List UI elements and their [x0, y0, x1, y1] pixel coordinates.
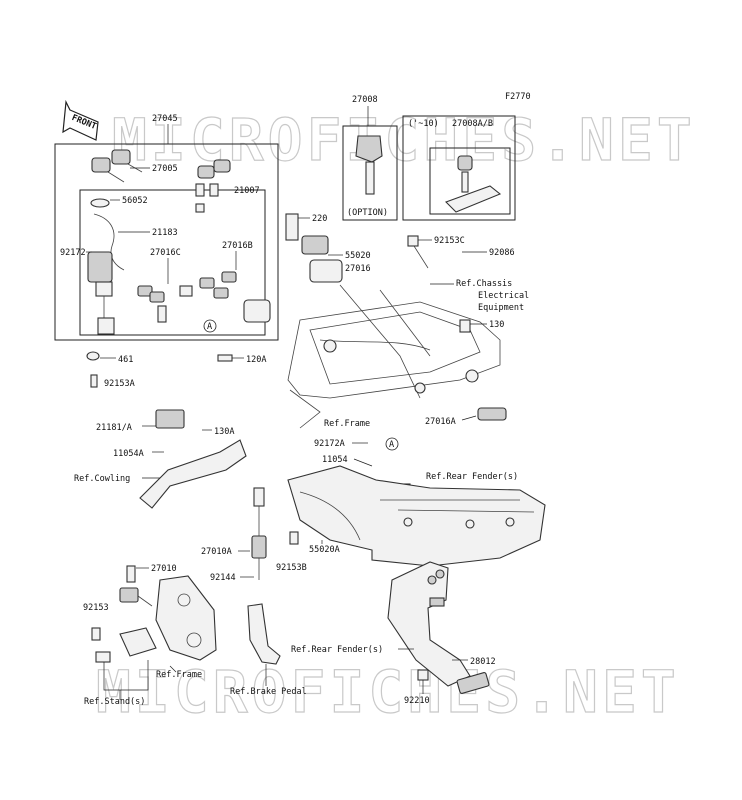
ref-frame-upper: Ref.Frame — [324, 419, 370, 429]
callout-92172A: 92172A — [314, 439, 345, 449]
callout-92153A: 92153A — [104, 379, 135, 389]
ref-cowling: Ref.Cowling — [74, 474, 130, 484]
callout-21183: 21183 — [152, 228, 178, 238]
part-21007 — [195, 159, 231, 213]
callout-120A: 120A — [246, 355, 266, 365]
license-bracket — [387, 561, 490, 694]
lock-set-27016B — [199, 271, 271, 323]
variant-key-inner-box — [429, 147, 511, 215]
callout-27005: 27005 — [152, 164, 178, 174]
callout-11054A: 11054A — [113, 449, 144, 459]
front-arrow: FRONT — [62, 99, 99, 141]
callout-27045: 27045 — [152, 114, 178, 124]
frame-outline — [287, 284, 501, 429]
callout-27016C: 27016C — [150, 248, 181, 258]
ref-frame-lower: Ref.Frame — [156, 670, 202, 680]
callout-27008AB: 27008A/B — [452, 119, 493, 129]
marker-a-circle-2 — [385, 437, 399, 451]
lock-27016A — [477, 407, 507, 421]
callout-92086: 92086 — [489, 248, 515, 258]
variant-key-box — [402, 115, 516, 221]
callout-27010A: 27010A — [201, 547, 232, 557]
stand-leader — [103, 660, 149, 700]
ref-stand: Ref.Stand(s) — [84, 697, 145, 707]
rear-fender-assembly — [287, 465, 546, 567]
watermark-top: MICROFICHES.NET — [112, 106, 696, 174]
bolt-92153B — [289, 531, 299, 545]
callout-130A: 130A — [214, 427, 234, 437]
bolt-92210 — [417, 669, 429, 681]
bolt-92153 — [91, 627, 101, 641]
callout-11054: 11054 — [322, 455, 348, 465]
stand-switch — [95, 565, 157, 663]
callout-92172: 92172 — [60, 248, 86, 258]
ref-brake-pedal: Ref.Brake Pedal — [230, 687, 307, 697]
callout-461: 461 — [118, 355, 133, 365]
callout-21007: 21007 — [234, 186, 260, 196]
marker-a-2: A — [389, 440, 394, 450]
ignition-switch — [87, 213, 125, 335]
callout-55020A: 55020A — [309, 545, 340, 555]
part-21181A — [155, 409, 185, 429]
bolt-92153A — [90, 374, 98, 388]
bolt-92153C — [407, 235, 419, 247]
callout-56052: 56052 — [122, 196, 148, 206]
option-caption: (OPTION) — [347, 208, 388, 218]
option-key-box — [342, 125, 398, 221]
key-set-27005 — [91, 149, 143, 183]
ref-rear-fender-lower: Ref.Rear Fender(s) — [291, 645, 383, 655]
lock-set-27016C — [137, 285, 193, 323]
callout-92144: 92144 — [210, 573, 236, 583]
bolt-120A — [217, 354, 233, 362]
key-27008AB — [445, 155, 502, 213]
bracket-11054A — [139, 439, 247, 509]
callout-220: 220 — [312, 214, 327, 224]
variant-caption: ('~10) — [408, 119, 439, 129]
bolt-130 — [459, 319, 471, 333]
ref-rear-fender-upper: Ref.Rear Fender(s) — [426, 472, 518, 482]
callout-130: 130 — [489, 320, 504, 330]
callout-92153B: 92153B — [276, 563, 307, 573]
marker-a-circle — [203, 319, 217, 333]
key-27008 — [355, 135, 383, 195]
ref-chassis-line1: Ref.Chassis — [456, 279, 512, 289]
cable-92086 — [413, 245, 429, 269]
callout-92210: 92210 — [404, 696, 430, 706]
diagram-code: F2770 — [505, 92, 531, 102]
frame-lower — [155, 575, 217, 661]
callout-27016A: 27016A — [425, 417, 456, 427]
callout-27008: 27008 — [352, 95, 378, 105]
callout-27016: 27016 — [345, 264, 371, 274]
ref-chassis-line2: Electrical — [478, 291, 529, 301]
seat-lock-55020 — [301, 235, 329, 255]
callout-21181A: 21181/A — [96, 423, 132, 433]
callout-92153: 92153 — [83, 603, 109, 613]
lock-27016 — [309, 259, 343, 283]
bolt-220 — [285, 213, 299, 241]
watermark-bottom: MICROFICHES.NET — [96, 658, 680, 726]
callout-27010: 27010 — [151, 564, 177, 574]
callout-55020: 55020 — [345, 251, 371, 261]
brake-switch — [247, 487, 281, 665]
seal-56052 — [90, 198, 110, 208]
callout-28012: 28012 — [470, 657, 496, 667]
callout-92153C: 92153C — [434, 236, 465, 246]
washer-461 — [86, 351, 100, 361]
callout-27016B: 27016B — [222, 241, 253, 251]
marker-a-1: A — [207, 322, 212, 332]
ref-chassis-line3: Equipment — [478, 303, 524, 313]
